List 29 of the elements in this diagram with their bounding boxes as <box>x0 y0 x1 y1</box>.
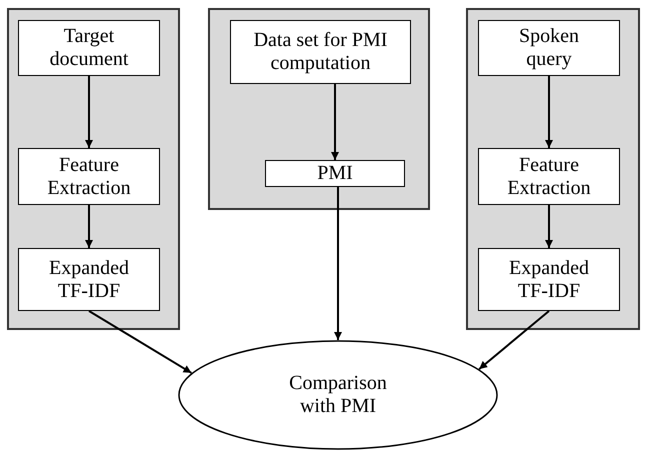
arrow <box>85 205 93 248</box>
arrow <box>545 76 553 148</box>
group-panel <box>466 8 640 330</box>
process-box <box>478 148 620 205</box>
arrow <box>545 205 553 248</box>
group-panel <box>208 8 430 210</box>
node-label: Feature Extraction <box>506 154 592 200</box>
node-label: Data set for PMI computation <box>252 29 388 75</box>
group-panel <box>7 8 180 330</box>
node-label: Spoken query <box>518 25 580 71</box>
process-box <box>230 20 411 84</box>
process-box <box>18 248 160 311</box>
arrow <box>85 76 93 148</box>
node-label: Expanded TF-IDF <box>48 256 130 302</box>
ellipse-node <box>178 340 498 450</box>
arrow <box>331 84 339 160</box>
process-box <box>18 20 160 76</box>
arrow <box>478 310 550 370</box>
node-label: Expanded TF-IDF <box>508 256 590 302</box>
process-box <box>478 20 620 76</box>
node-label: Feature Extraction <box>46 154 132 200</box>
node-label: Comparison with PMI <box>288 372 388 418</box>
process-box <box>18 148 160 205</box>
arrow <box>88 310 192 374</box>
arrow <box>334 187 342 340</box>
node-label: PMI <box>317 162 353 185</box>
process-box <box>478 248 620 311</box>
process-box <box>265 160 405 187</box>
node-label: Target document <box>48 25 130 71</box>
